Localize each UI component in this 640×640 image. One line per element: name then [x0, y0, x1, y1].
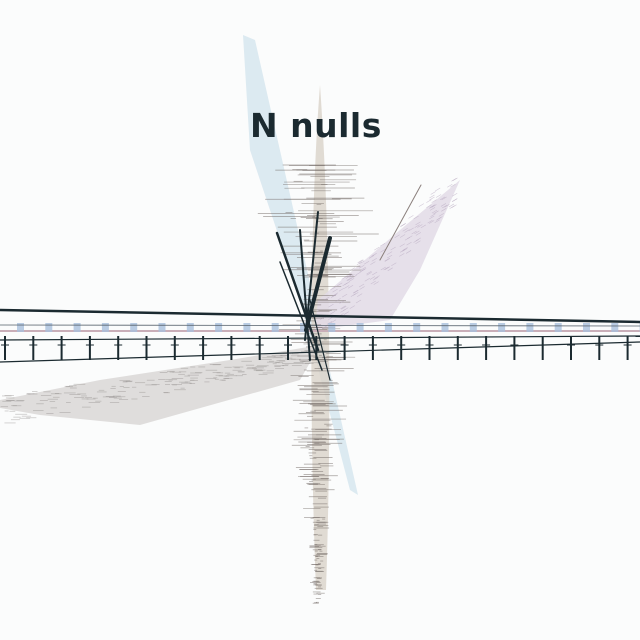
blue-dash-row	[17, 323, 640, 332]
blue-dash	[441, 323, 449, 332]
blue-dash	[300, 323, 307, 332]
blue-dash	[554, 323, 562, 332]
blue-dash	[215, 323, 223, 332]
gray-smudge-band	[0, 345, 320, 425]
blue-dash	[469, 323, 477, 332]
blue-dash	[101, 323, 109, 332]
converging-strokes	[275, 184, 422, 381]
blue-dash	[243, 323, 251, 332]
blue-dash	[271, 323, 279, 332]
scribble-texture	[0, 164, 458, 604]
blue-dash	[526, 323, 534, 332]
blue-dash	[45, 323, 53, 332]
blue-dash	[384, 323, 392, 332]
blue-dash	[413, 323, 421, 332]
album-title: N nulls	[250, 106, 382, 145]
blue-dash	[130, 323, 138, 332]
blue-dash	[186, 323, 194, 332]
blue-dash	[356, 323, 364, 332]
blue-translucent-plane	[243, 35, 358, 495]
horizontal-rule-top	[0, 308, 640, 324]
tick-row	[1, 336, 632, 360]
blue-dash	[583, 323, 590, 332]
horizontal-rule-low	[0, 341, 640, 363]
lavender-band	[315, 180, 460, 330]
blue-dash	[328, 323, 336, 332]
blue-dash	[73, 323, 81, 332]
blue-dash	[17, 323, 24, 332]
blue-dash	[158, 323, 166, 332]
horizontal-rule-faint	[0, 324, 640, 327]
blue-dash	[498, 323, 506, 332]
blue-dash	[611, 323, 619, 332]
